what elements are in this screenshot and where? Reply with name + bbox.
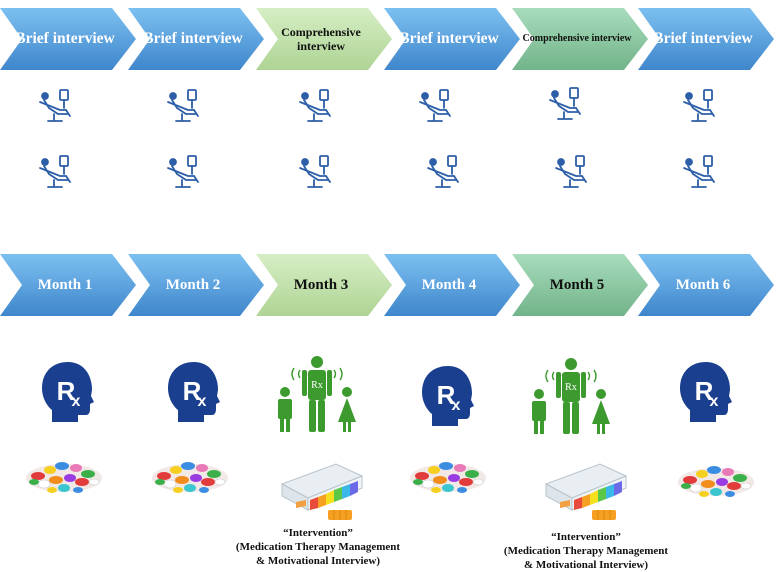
pills-icon — [408, 452, 488, 496]
chevron-month-2: Month 2 — [128, 254, 264, 316]
month-chevron-row: Month 1 Month 2 Month 3 Month 4 Month 5 … — [0, 254, 778, 316]
intervention-title: “Intervention” — [208, 527, 428, 541]
dental-chair-icon — [36, 154, 76, 190]
chevron-top-6: Brief interview — [638, 8, 774, 70]
chevron-label: Month 5 — [518, 254, 636, 316]
chevron-label: Brief interview — [6, 8, 124, 70]
chevron-top-3: Comprehensive interview — [256, 8, 392, 70]
chevron-month-3: Month 3 — [256, 254, 392, 316]
interview-chevron-row: Brief interview Brief interview Comprehe… — [0, 8, 778, 70]
chevron-month-4: Month 4 — [384, 254, 520, 316]
chevron-label: Month 1 — [6, 254, 124, 316]
rx-head-icon — [676, 360, 736, 424]
chevron-top-4: Brief interview — [384, 8, 520, 70]
intervention-detail: (Medication Therapy Management — [208, 541, 428, 555]
rx-head-icon — [164, 360, 224, 424]
chevron-label: Month 6 — [644, 254, 762, 316]
dental-chair-icon — [296, 154, 336, 190]
dental-chair-icon — [36, 88, 76, 124]
pillbox-icon — [540, 454, 630, 524]
chevron-label: Brief interview — [134, 8, 252, 70]
chevron-month-6: Month 6 — [638, 254, 774, 316]
chevron-month-1: Month 1 — [0, 254, 136, 316]
chevron-top-2: Brief interview — [128, 8, 264, 70]
chevron-month-5: Month 5 — [512, 254, 648, 316]
dental-chair-icon — [680, 88, 720, 124]
chevron-label: Brief interview — [644, 8, 762, 70]
pills-icon — [150, 452, 230, 496]
intervention-caption-month-3: “Intervention” (Medication Therapy Manag… — [208, 527, 428, 568]
dental-chair-icon — [424, 154, 464, 190]
rx-head-icon — [418, 364, 478, 428]
pills-icon — [24, 452, 104, 496]
chevron-label: Month 4 — [390, 254, 508, 316]
chevron-label: Comprehensive interview — [518, 8, 636, 70]
care-team-icon — [526, 356, 616, 436]
chevron-label: Month 3 — [262, 254, 380, 316]
dental-chair-icon — [552, 154, 592, 190]
chevron-top-5: Comprehensive interview — [512, 8, 648, 70]
intervention-caption-month-5: “Intervention” (Medication Therapy Manag… — [476, 531, 696, 572]
pillbox-icon — [276, 454, 366, 524]
dental-chair-icon — [680, 154, 720, 190]
care-team-icon — [272, 354, 362, 434]
intervention-title: “Intervention” — [476, 531, 696, 545]
intervention-detail: (Medication Therapy Management — [476, 545, 696, 559]
chevron-top-1: Brief interview — [0, 8, 136, 70]
chevron-label: Comprehensive interview — [262, 8, 380, 70]
rx-head-icon — [38, 360, 98, 424]
intervention-detail: & Motivational Interview) — [208, 555, 428, 569]
dental-chair-icon — [296, 88, 336, 124]
dental-chair-icon — [164, 154, 204, 190]
chevron-label: Month 2 — [134, 254, 252, 316]
pills-icon — [676, 456, 756, 500]
dental-chair-icon — [416, 88, 456, 124]
chevron-label: Brief interview — [390, 8, 508, 70]
dental-chair-icon — [164, 88, 204, 124]
dental-chair-icon — [546, 86, 586, 122]
